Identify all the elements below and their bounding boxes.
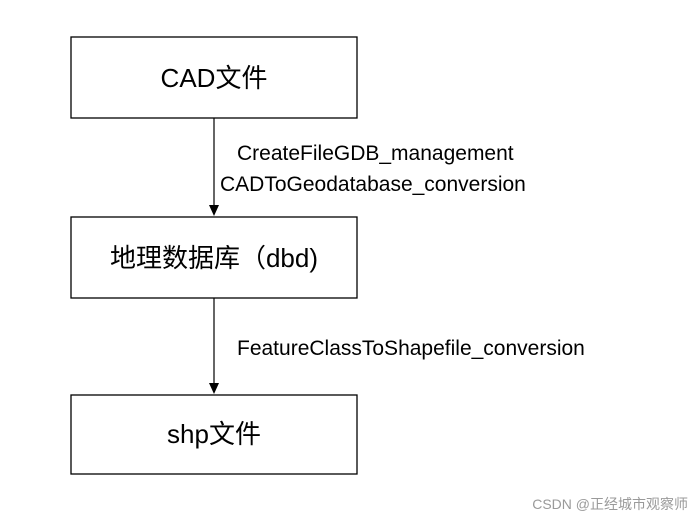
node-cad-label: CAD文件: [161, 63, 268, 93]
edge-cad-to-gdb-label-1: CreateFileGDB_management: [237, 142, 514, 165]
edge-cad-to-gdb-label-2: CADToGeodatabase_conversion: [220, 173, 526, 196]
edge-cad-to-gdb-arrowhead: [209, 205, 219, 216]
node-shp-label: shp文件: [167, 419, 261, 449]
node-shp: shp文件: [70, 394, 358, 475]
edge-cad-to-gdb: CreateFileGDB_management CADToGeodatabas…: [209, 118, 526, 216]
edge-gdb-to-shp-label-1: FeatureClassToShapefile_conversion: [237, 337, 585, 360]
node-cad: CAD文件: [70, 36, 358, 119]
node-shp-box: [70, 394, 358, 475]
edge-gdb-to-shp-arrowhead: [209, 383, 219, 394]
node-gdb: 地理数据库（dbd): [70, 216, 358, 299]
watermark: CSDN @正经城市观察师: [532, 496, 688, 512]
node-gdb-box: [70, 216, 358, 299]
edge-gdb-to-shp: FeatureClassToShapefile_conversion: [209, 298, 585, 394]
node-cad-box: [70, 36, 358, 119]
node-gdb-label: 地理数据库（dbd): [110, 243, 318, 273]
